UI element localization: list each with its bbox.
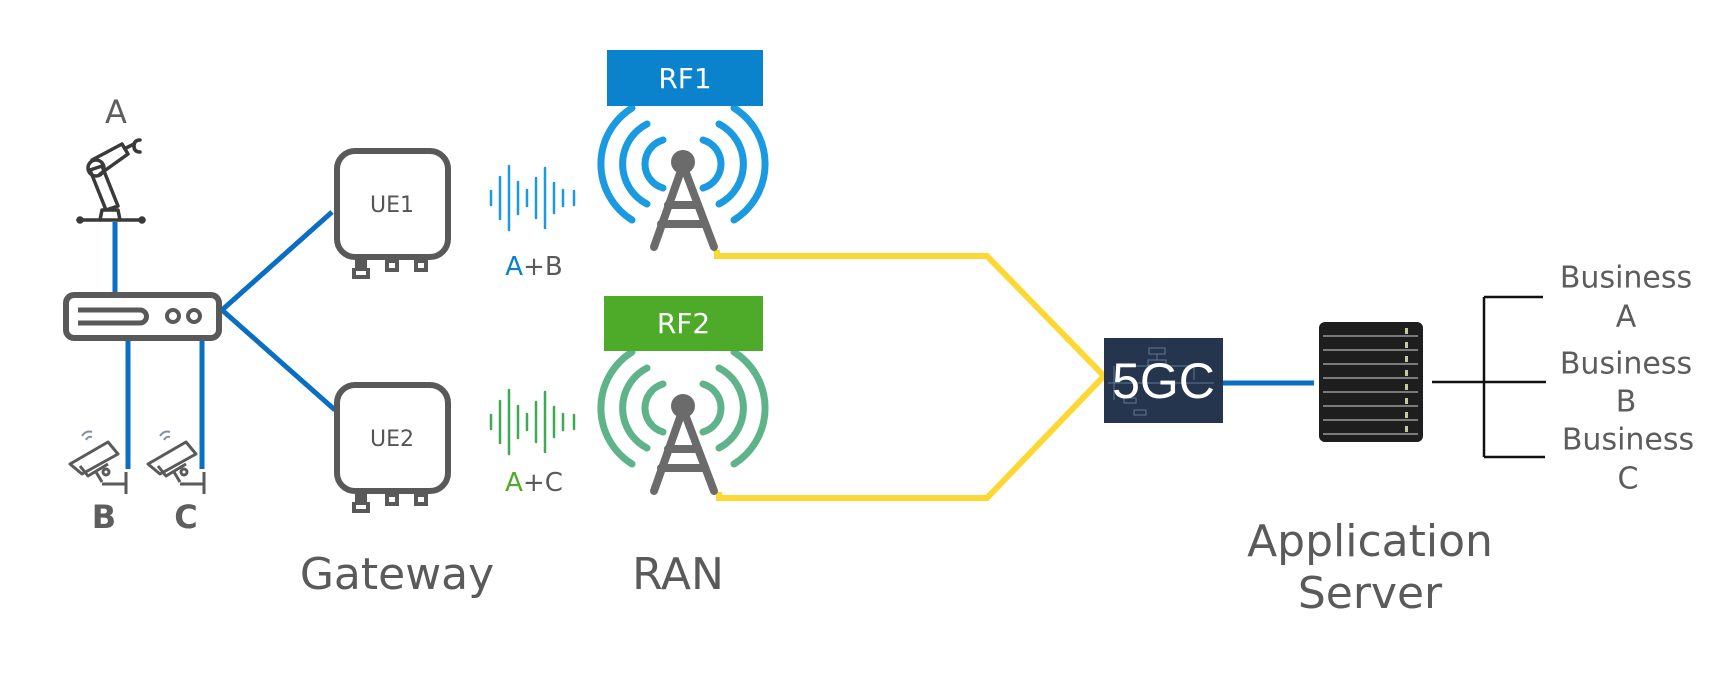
backhaul-links (714, 250, 1107, 501)
rf1-tower-icon (597, 104, 769, 251)
business-c-line2: C (1617, 461, 1639, 497)
link-rf1-core (714, 250, 1107, 379)
app-server-caption-line2: Server (1297, 568, 1443, 619)
signal-wave-2-icon (489, 388, 576, 456)
robot-arm-icon (76, 138, 146, 224)
business-b-line1: Business (1559, 346, 1693, 382)
ue2-mix-highlight: A (505, 468, 523, 498)
ran-caption: RAN (632, 549, 724, 600)
5gc-core-box: 5GC (1104, 338, 1223, 423)
business-a-line2: A (1615, 299, 1637, 335)
camera-c-icon (146, 430, 206, 494)
camera-c-label: C (174, 498, 198, 536)
ue1-mix-highlight: A (505, 252, 524, 282)
ue1-device-icon (334, 148, 451, 279)
ue1-label: UE1 (370, 193, 414, 218)
rf2-tower-icon (597, 348, 769, 495)
signal-wave-1-icon (489, 164, 576, 232)
gateway-caption: Gateway (299, 549, 495, 600)
core-label: 5GC (1112, 352, 1215, 409)
ue2-mix-rest: +C (522, 468, 563, 498)
business-b-line2: B (1615, 384, 1637, 420)
camera-b-icon (68, 430, 128, 494)
rf1-label: RF1 (658, 61, 712, 95)
ue1-signal-mix-label: A+B (505, 254, 562, 280)
app-server-caption-line1: Application (1247, 516, 1493, 567)
robot-label: A (105, 93, 127, 131)
rf1-badge: RF1 (607, 50, 763, 106)
camera-b-label: B (91, 498, 117, 536)
rf2-badge: RF2 (604, 296, 763, 351)
link-rf2-core (716, 373, 1107, 501)
application-server-icon (1319, 322, 1423, 442)
ue2-signal-mix-label: A+C (505, 470, 563, 496)
rf2-label: RF2 (656, 307, 711, 340)
ethernet-links (112, 210, 1314, 469)
switch-icon (63, 292, 222, 341)
ue2-device-icon (334, 382, 451, 513)
link-switch-ue2 (220, 308, 337, 412)
ue2-label: UE2 (370, 427, 414, 452)
link-switch-ue1 (220, 210, 334, 312)
ue1-mix-rest: +B (523, 252, 563, 282)
business-c-line1: Business (1561, 422, 1695, 458)
business-a-line1: Business (1559, 260, 1693, 296)
core-architecture-thumbnail (1108, 347, 1214, 416)
business-bracket (1432, 295, 1546, 459)
